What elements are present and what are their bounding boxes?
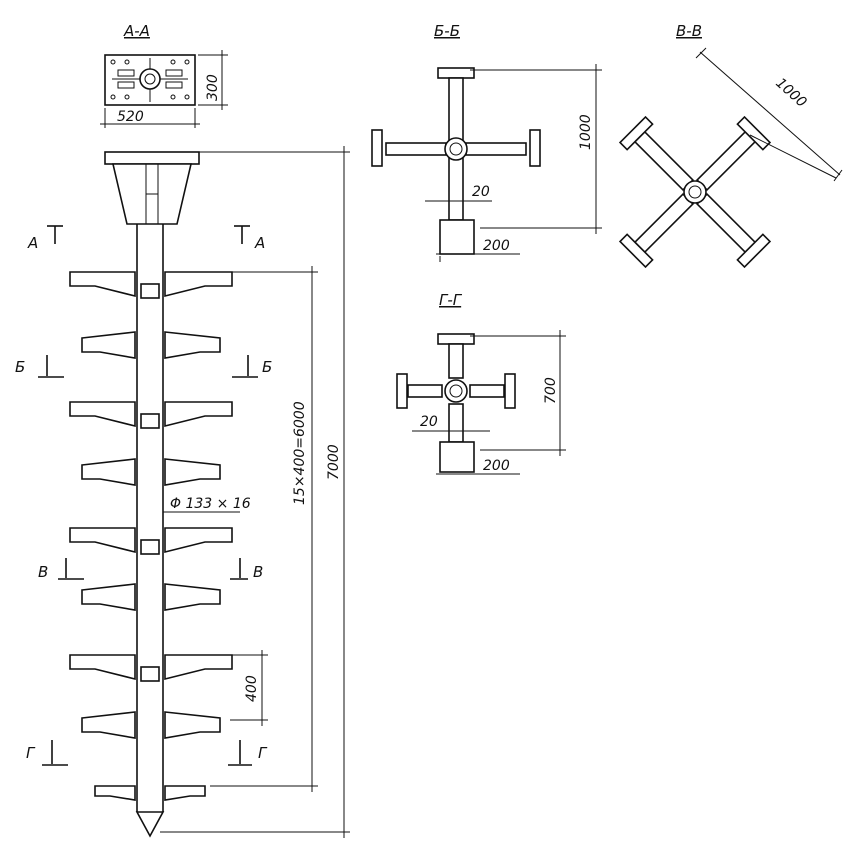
cut-b-right: Б bbox=[262, 358, 272, 376]
section-bb: Б-Б 1000 20 200 bbox=[371, 22, 602, 262]
section-gg-title: Г-Г bbox=[439, 291, 463, 309]
blade-long-right bbox=[164, 401, 233, 428]
pitch-dim: 15×400=6000 bbox=[292, 401, 308, 505]
section-vv-span: 1000 bbox=[772, 75, 809, 111]
blade-short-left bbox=[81, 458, 136, 486]
blade-long-left bbox=[69, 654, 136, 681]
blade-long-left bbox=[69, 527, 136, 554]
total-dim: 7000 bbox=[326, 444, 342, 480]
blade-collar bbox=[140, 539, 160, 555]
section-aa-width: 520 bbox=[117, 109, 144, 125]
section-aa-height: 300 bbox=[205, 74, 221, 101]
section-bb-title: Б-Б bbox=[434, 22, 460, 40]
section-gg-gap: 20 bbox=[420, 414, 438, 430]
section-vv: В-В 1000 bbox=[618, 22, 843, 269]
blade-long-right bbox=[164, 527, 233, 554]
section-aa-title: А-А bbox=[123, 22, 150, 40]
cut-a-left: А bbox=[27, 234, 38, 252]
cut-b-left: Б bbox=[15, 358, 25, 376]
pipe-label: Φ 133 × 16 bbox=[170, 496, 251, 512]
section-aa: А-А 520 300 bbox=[100, 22, 228, 128]
cut-v-left: В bbox=[38, 563, 48, 581]
blade-short-right bbox=[164, 458, 221, 486]
section-gg-span: 700 bbox=[543, 377, 559, 404]
section-gg: Г-Г 700 20 200 bbox=[396, 291, 566, 475]
blade-long-left bbox=[69, 401, 136, 428]
pile-dimensions: Φ 133 × 16 15×400=6000 7000 400 bbox=[160, 146, 350, 838]
blade-short-left bbox=[81, 331, 136, 359]
section-vv-title: В-В bbox=[676, 22, 702, 40]
cut-g-left: Г bbox=[26, 744, 36, 762]
blade-collar bbox=[140, 283, 160, 299]
blade-short-left bbox=[81, 583, 136, 611]
blade-long-left bbox=[69, 271, 136, 298]
cut-v-right: В bbox=[253, 563, 263, 581]
cut-g-right: Г bbox=[258, 744, 268, 762]
blade-short-right bbox=[164, 331, 221, 359]
section-bb-base: 200 bbox=[483, 238, 510, 254]
section-bb-span: 1000 bbox=[578, 114, 594, 150]
blade-short-left bbox=[81, 711, 136, 739]
blade-long-right bbox=[164, 271, 233, 298]
blade-short-right bbox=[164, 711, 221, 739]
pile-elevation bbox=[69, 151, 233, 838]
section-gg-base: 200 bbox=[483, 458, 510, 474]
blade-long-right bbox=[164, 654, 233, 681]
blade-short-right bbox=[164, 583, 221, 611]
cut-markers: А А Б Б В В Г Г bbox=[15, 225, 272, 766]
cut-a-right: А bbox=[254, 234, 265, 252]
blade-collar bbox=[140, 666, 160, 682]
blade-collar bbox=[140, 413, 160, 429]
step-dim: 400 bbox=[244, 675, 260, 702]
section-bb-gap: 20 bbox=[472, 184, 490, 200]
